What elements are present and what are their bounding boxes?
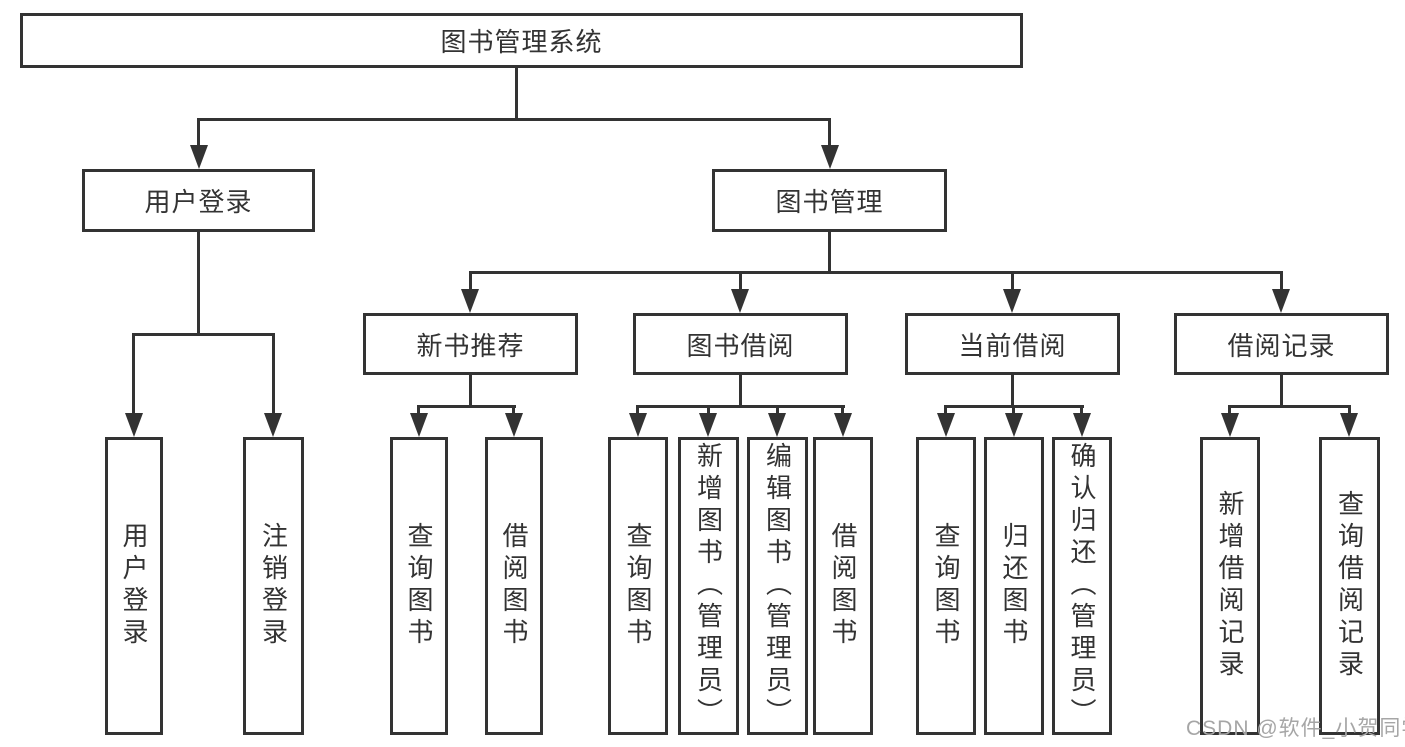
connector-book-management-rail [469, 271, 1283, 274]
connector-drop-book-management [828, 118, 831, 154]
arrow-down-icon [264, 413, 282, 437]
arrow-down-icon [1073, 413, 1091, 437]
arrow-down-icon [821, 145, 839, 169]
connector-drop-leaf-logout [272, 333, 275, 421]
leaf-current-confirm-return-admin: 确认归还（管理员） [1052, 437, 1112, 735]
arrow-down-icon [461, 289, 479, 313]
connector-root-rail [197, 118, 831, 121]
arrow-down-icon [731, 289, 749, 313]
connector-drop-user-login [197, 118, 200, 154]
leaf-records-query-borrow-record: 查询借阅记录 [1319, 437, 1380, 735]
connector-drop-new-book-recommend [469, 271, 472, 297]
node-new-book-recommend: 新书推荐 [363, 313, 578, 375]
leaf-newbook-borrow-books: 借阅图书 [485, 437, 543, 735]
arrow-down-icon [1003, 289, 1021, 313]
arrow-down-icon [125, 413, 143, 437]
connector-borrow-records-rail [1228, 405, 1351, 408]
arrow-down-icon [699, 413, 717, 437]
arrow-down-icon [937, 413, 955, 437]
leaf-current-query-books: 查询图书 [916, 437, 976, 735]
arrow-down-icon [505, 413, 523, 437]
leaf-borrow-add-books-admin: 新增图书（管理员） [678, 437, 739, 735]
arrow-down-icon [1272, 289, 1290, 313]
arrow-down-icon [1340, 413, 1358, 437]
connector-drop-borrow-records [1280, 271, 1283, 297]
connector-drop-book-borrow [739, 271, 742, 297]
connector-drop-leaf [417, 405, 420, 419]
connector-book-borrow-stem [739, 375, 742, 408]
connector-current-borrow-stem [1011, 375, 1014, 408]
connector-drop-leaf [841, 405, 844, 419]
arrow-down-icon [1221, 413, 1239, 437]
connector-drop-leaf [1080, 405, 1083, 419]
connector-drop-leaf [944, 405, 947, 419]
node-borrow-records: 借阅记录 [1174, 313, 1389, 375]
leaf-records-add-borrow-record: 新增借阅记录 [1200, 437, 1260, 735]
arrow-down-icon [190, 145, 208, 169]
leaf-current-return-books: 归还图书 [984, 437, 1044, 735]
connector-book-borrow-rail [636, 405, 845, 408]
connector-new-book-recommend-rail [417, 405, 516, 408]
arrow-down-icon [834, 413, 852, 437]
arrow-down-icon [410, 413, 428, 437]
leaf-newbook-query-books: 查询图书 [390, 437, 448, 735]
leaf-borrow-edit-books-admin: 编辑图书（管理员） [747, 437, 808, 735]
connector-drop-leaf [636, 405, 639, 419]
connector-book-management-stem [828, 232, 831, 274]
leaf-borrow-query-books: 查询图书 [608, 437, 668, 735]
connector-drop-leaf [707, 405, 710, 419]
connector-drop-leaf [1348, 405, 1351, 419]
connector-new-book-recommend-stem [469, 375, 472, 408]
leaf-borrow-borrow-books: 借阅图书 [813, 437, 873, 735]
node-current-borrow: 当前借阅 [905, 313, 1120, 375]
connector-drop-leaf [776, 405, 779, 419]
leaf-user-login: 用户登录 [105, 437, 163, 735]
connector-drop-current-borrow [1011, 271, 1014, 297]
connector-user-login-stem [197, 232, 200, 336]
node-root: 图书管理系统 [20, 13, 1023, 68]
connector-drop-leaf [1012, 405, 1015, 419]
arrow-down-icon [629, 413, 647, 437]
connector-drop-leaf [1228, 405, 1231, 419]
connector-drop-leaf-user-login [132, 333, 135, 421]
connector-root-stem [515, 68, 518, 121]
arrow-down-icon [1005, 413, 1023, 437]
node-book-borrow: 图书借阅 [633, 313, 848, 375]
connector-user-login-rail [132, 333, 275, 336]
arrow-down-icon [768, 413, 786, 437]
connector-borrow-records-stem [1280, 375, 1283, 408]
leaf-logout: 注销登录 [243, 437, 304, 735]
node-book-management: 图书管理 [712, 169, 947, 232]
watermark: CSDN @软件_小贺同学 [1186, 717, 1405, 740]
node-user-login: 用户登录 [82, 169, 315, 232]
connector-drop-leaf [512, 405, 515, 419]
